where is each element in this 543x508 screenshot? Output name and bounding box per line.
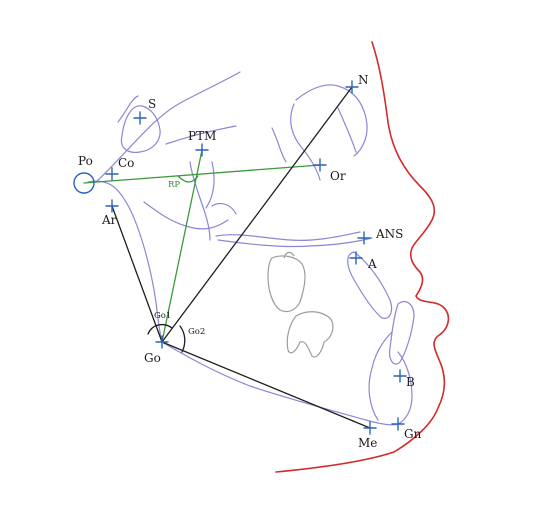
label-ptm: PTM xyxy=(188,129,216,143)
orbit-outline-2 xyxy=(271,127,287,163)
upper-molar-tooth xyxy=(267,255,306,313)
cranial-base-outline xyxy=(95,71,241,183)
label-go: Go xyxy=(144,351,161,365)
lower-incisor-outline xyxy=(389,301,415,365)
a-point-marker xyxy=(349,251,363,265)
porion-circle xyxy=(73,172,95,194)
maxilla-palate-outline xyxy=(217,237,373,248)
b-point-marker xyxy=(393,369,407,383)
n-go-line xyxy=(161,86,353,343)
upper-incisor-outline xyxy=(347,251,393,319)
anterior-cranial-base-outline xyxy=(165,125,237,145)
mandibular-lower-border xyxy=(161,341,399,426)
gonion-marker xyxy=(155,335,169,349)
ar-go-ramus-line xyxy=(111,205,163,343)
maxilla-palate-outline-2 xyxy=(215,231,361,241)
articulare-marker xyxy=(105,199,119,213)
pterygoid-outline xyxy=(205,161,215,209)
coronoid-outline xyxy=(211,202,237,215)
ramus-posterior-outline xyxy=(87,180,163,343)
label-me: Me xyxy=(358,436,377,450)
go2-angle-arc xyxy=(179,325,186,353)
label-po: Po xyxy=(78,154,93,168)
landmark-markers xyxy=(105,80,407,435)
orbitale-marker xyxy=(313,158,327,172)
label-a: A xyxy=(367,257,377,271)
label-n: N xyxy=(358,73,369,87)
frankfort-horizontal-line xyxy=(83,164,321,184)
soft-tissue-profile xyxy=(275,41,450,473)
nasal-bone-outline xyxy=(337,107,357,153)
label-s: S xyxy=(148,97,156,111)
label-go1-angle: Go1 xyxy=(154,311,171,321)
lower-molar-tooth xyxy=(286,311,334,358)
mandible-symphysis-outline xyxy=(368,331,393,421)
orbit-outline xyxy=(290,103,321,181)
ptm-go-line xyxy=(161,149,203,343)
sella-turcica-outline xyxy=(120,105,161,153)
landmark-labels: S N PTM Po Co Or Ar ANS A Go B Me Gn Go1… xyxy=(78,73,422,450)
label-gn: Gn xyxy=(404,427,422,441)
go-me-mandibular-line xyxy=(161,341,371,429)
gnathion-marker xyxy=(391,417,405,431)
nasion-marker xyxy=(345,80,359,94)
sella-marker xyxy=(133,111,147,125)
reference-lines xyxy=(73,86,371,429)
label-ar: Ar xyxy=(101,213,117,227)
label-or: Or xyxy=(330,169,346,183)
anatomy-outlines xyxy=(87,71,415,426)
label-ans: ANS xyxy=(375,227,403,241)
ans-marker xyxy=(357,231,371,245)
molar-teeth xyxy=(267,251,334,358)
sella-floor-outline xyxy=(117,95,139,123)
chin-outline xyxy=(397,351,413,425)
frontal-nasal-outline xyxy=(295,84,368,157)
menton-marker xyxy=(363,421,377,435)
label-co: Co xyxy=(118,156,134,170)
condylion-marker xyxy=(105,167,119,181)
rp-angle-arc xyxy=(177,175,199,183)
label-go2-angle: Go2 xyxy=(188,327,205,337)
go1-angle-arc xyxy=(147,323,173,335)
label-rp-angle: RP xyxy=(168,180,180,190)
ptm-marker xyxy=(195,143,209,157)
upper-molar-root xyxy=(283,251,295,259)
label-b: B xyxy=(406,375,415,389)
